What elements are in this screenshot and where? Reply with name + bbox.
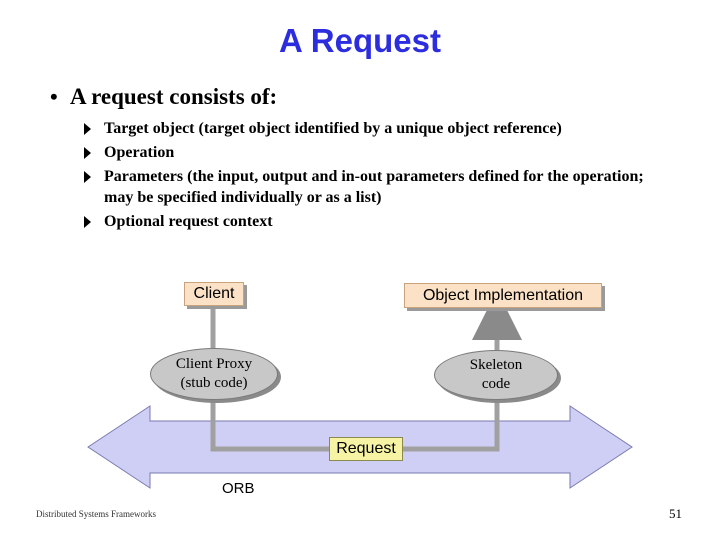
slide-title: A Request	[279, 22, 441, 59]
triangle-bullet-icon	[84, 147, 91, 159]
triangle-bullet-icon	[84, 171, 91, 183]
sub-bullet-list: Target object (target object identified …	[82, 118, 702, 235]
main-bullet-text: A request consists of:	[70, 84, 278, 109]
page-number: 51	[669, 506, 682, 521]
sub-bullet-operation: Operation	[82, 142, 702, 163]
sub-bullet-text: Operation	[104, 144, 175, 161]
request-label: Request	[336, 440, 396, 457]
request-box: Request	[329, 437, 403, 461]
sub-bullet-context: Optional request context	[82, 211, 702, 232]
object-implementation-label: Object Implementation	[422, 287, 584, 304]
footer-text: Distributed Systems Frameworks	[36, 509, 156, 519]
sub-bullet-text: Optional request context	[104, 213, 273, 230]
client-proxy-line2: (stub code)	[180, 375, 248, 391]
sub-bullet-text: Target object (target object identified …	[104, 120, 562, 137]
bullet-dot-icon: •	[50, 84, 58, 109]
orb-label: ORB	[222, 480, 255, 497]
client-proxy-line1: Client Proxy	[175, 356, 253, 372]
skeleton-oval: Skeleton code	[434, 350, 558, 400]
object-implementation-box: Object Implementation	[404, 283, 602, 308]
sub-bullet-text: Parameters (the input, output and in-out…	[104, 168, 644, 206]
sub-bullet-target-object: Target object (target object identified …	[82, 118, 702, 139]
main-bullet: • A request consists of:	[50, 84, 277, 110]
sub-bullet-parameters: Parameters (the input, output and in-out…	[82, 166, 664, 208]
client-box: Client	[184, 282, 244, 306]
skeleton-line1: Skeleton	[469, 357, 523, 373]
client-label: Client	[193, 285, 235, 302]
triangle-bullet-icon	[84, 123, 91, 135]
skeleton-line2: code	[481, 376, 511, 392]
client-proxy-oval: Client Proxy (stub code)	[150, 348, 278, 400]
triangle-bullet-icon	[84, 216, 91, 228]
